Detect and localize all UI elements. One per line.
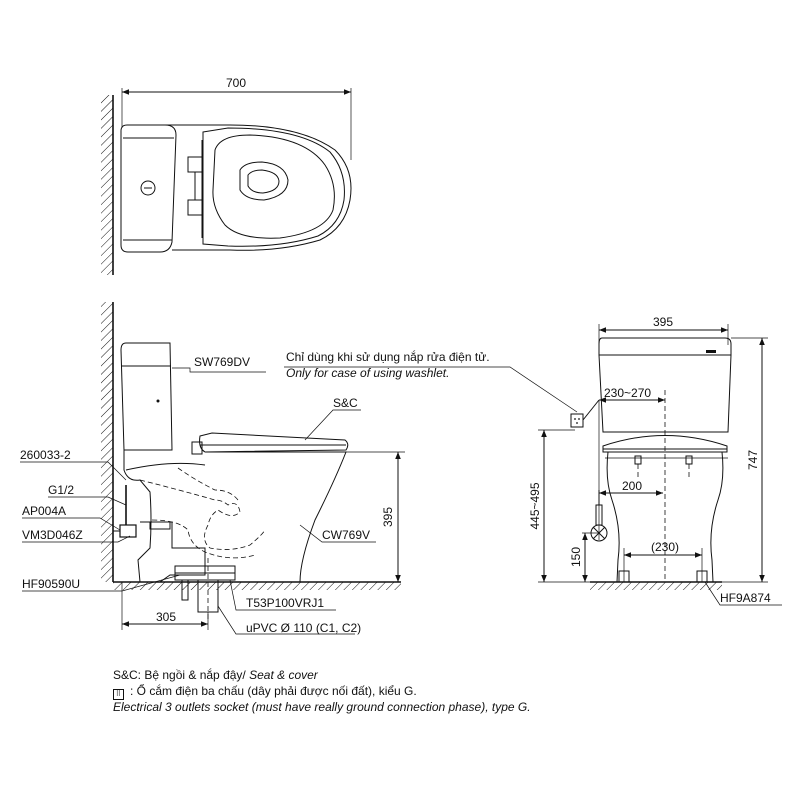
- trap-side: [140, 521, 206, 583]
- seat-top-outline: [202, 127, 345, 247]
- dim-230-label: (230): [651, 540, 679, 554]
- dim-700-label: 700: [226, 76, 246, 90]
- legend-socket-en: Electrical 3 outlets socket (must have r…: [113, 700, 531, 714]
- label-floor-right: HF9A874: [720, 591, 771, 605]
- hinge-bottom: [187, 199, 203, 216]
- socket-legend-icon: ⠿: [113, 689, 124, 700]
- label-fitting-3: AP004A: [22, 504, 66, 518]
- legend-sc-vn: S&C: Bệ ngồi & nắp đậy/: [113, 668, 250, 682]
- note-en: Only for case of using washlet.: [286, 366, 449, 380]
- label-fitting-1: 260033-2: [20, 448, 71, 462]
- legend-socket-en-row: Electrical 3 outlets socket (must have r…: [113, 700, 531, 714]
- seat-front: [602, 435, 728, 453]
- tank-front: [598, 354, 732, 433]
- seat-hinge-side: [191, 441, 203, 455]
- label-seat: S&C: [333, 396, 358, 410]
- top-view: 700: [101, 76, 352, 275]
- dim-230-270-label: 230~270: [604, 386, 651, 400]
- legend-socket-vn: : Ổ cắm điện ba chấu (dây phải được nối …: [130, 684, 417, 698]
- trapway-dashed: [139, 479, 266, 550]
- dim-200-label: 200: [622, 479, 642, 493]
- seat-bolt-right: [685, 455, 693, 478]
- side-view: 395 305 SW769DV S&C CW769V 260033-2 G1/2…: [20, 302, 405, 635]
- stop-valve: [119, 524, 137, 538]
- wall-hatch-side: [101, 302, 113, 582]
- bowl-front-right: [710, 451, 724, 583]
- legend-socket: ⠿ : Ổ cắm điện ba chấu (dây phải được nối…: [113, 684, 417, 700]
- hinge-top: [187, 156, 203, 173]
- label-flange: HF90590U: [22, 577, 80, 591]
- wall-hatch-top: [101, 95, 113, 275]
- electrical-socket-icon: [570, 413, 584, 428]
- floor-hatch-front: [590, 582, 722, 590]
- legend-seat-cover: S&C: Bệ ngồi & nắp đậy/ Seat & cover: [113, 668, 318, 682]
- seat-bolt-left: [634, 455, 642, 478]
- label-fitting-4: VM3D046Z: [22, 528, 83, 542]
- tank-side: [120, 342, 173, 451]
- label-tank: SW769DV: [194, 355, 250, 369]
- tank-top-outline: [120, 124, 177, 253]
- dim-445-495-label: 445~495: [528, 482, 542, 529]
- dim-150-label: 150: [569, 547, 583, 567]
- bowl-opening-outer: [239, 161, 289, 201]
- label-bowl: CW769V: [322, 528, 370, 542]
- seat-inner-outline: [212, 134, 335, 239]
- bowl-front-left: [606, 451, 620, 583]
- seat-side: [199, 432, 349, 453]
- floor-hatch-side: [113, 582, 401, 590]
- bowl-top-outline: [165, 124, 352, 251]
- note-vn: Chỉ dùng khi sử dụng nắp rửa điện tử.: [286, 349, 490, 364]
- dim-395-side-label: 395: [381, 507, 395, 527]
- label-drain: T53P100VRJ1: [246, 596, 324, 610]
- legend-sc-en: Seat & cover: [249, 668, 318, 682]
- dim-395-top-label: 395: [653, 315, 673, 329]
- bowl-side-outline: [123, 450, 347, 583]
- label-pipe: uPVC Ø 110 (C1, C2): [246, 621, 361, 635]
- bowl-opening-inner: [247, 169, 280, 194]
- dim-305-label: 305: [156, 610, 176, 624]
- front-view: 395 230~270: [284, 315, 782, 606]
- dim-747-label: 747: [746, 450, 760, 470]
- flush-button-icon: [140, 180, 156, 196]
- label-fitting-2: G1/2: [48, 483, 74, 497]
